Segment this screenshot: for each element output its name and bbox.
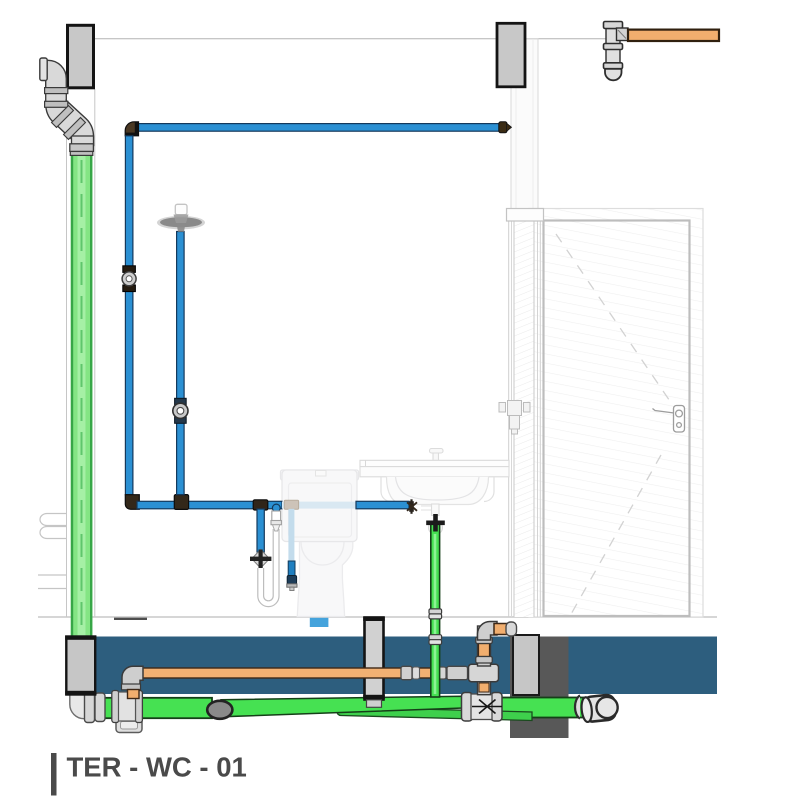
svg-text:TER - WC - 01: TER - WC - 01	[67, 752, 247, 783]
